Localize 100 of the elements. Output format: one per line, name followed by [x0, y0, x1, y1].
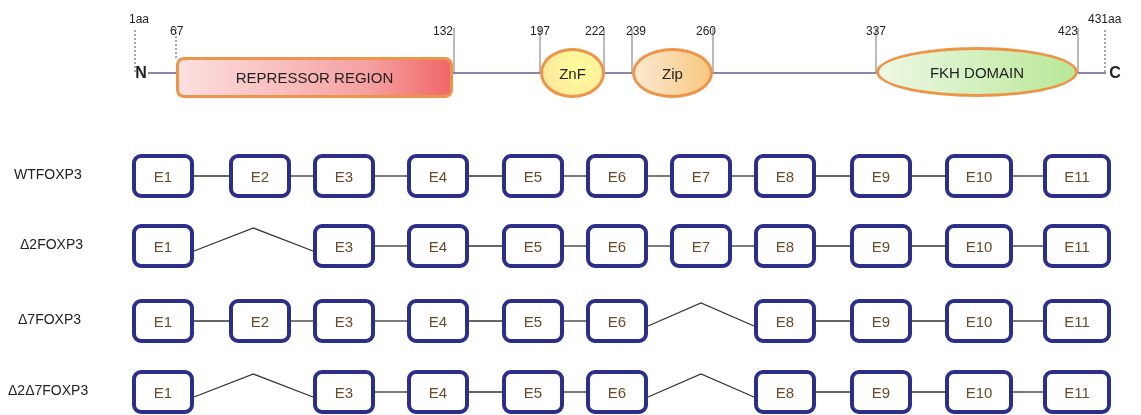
exon-box: E4 — [407, 370, 469, 414]
connector-line — [468, 391, 503, 393]
connector-line — [1012, 245, 1044, 247]
terminus-label: N — [134, 63, 148, 83]
position-label: 239 — [626, 24, 647, 38]
splice-line — [193, 373, 314, 398]
connector-line — [468, 175, 503, 177]
connector-line — [911, 245, 946, 247]
exon-box: E8 — [754, 299, 816, 343]
exon-box: E11 — [1043, 154, 1111, 198]
backbone-line — [452, 72, 541, 74]
exon-box: E10 — [945, 224, 1013, 268]
isoform-label: Δ2FOXP3 — [20, 236, 84, 252]
exon-box: E8 — [754, 224, 816, 268]
connector-line — [374, 245, 408, 247]
domain-bar: REPRESSOR REGION — [176, 57, 453, 98]
exon-box: E6 — [586, 224, 648, 268]
exon-box: E10 — [945, 154, 1013, 198]
connector-line — [815, 391, 851, 393]
connector-line — [374, 391, 408, 393]
position-label: 423 — [1058, 24, 1079, 38]
exon-box: E3 — [313, 299, 375, 343]
position-label: 197 — [530, 24, 551, 38]
isoform-label: Δ7FOXP3 — [18, 311, 82, 327]
exon-box: E1 — [132, 224, 194, 268]
connector-line — [1012, 175, 1044, 177]
connector-line — [290, 320, 314, 322]
exon-box: E11 — [1043, 224, 1111, 268]
exon-box: E7 — [670, 154, 732, 198]
backbone-line — [712, 72, 877, 74]
connector-line — [563, 391, 587, 393]
exon-box: E7 — [670, 224, 732, 268]
exon-box: E4 — [407, 224, 469, 268]
connector-line — [193, 320, 230, 322]
exon-box: E11 — [1043, 299, 1111, 343]
connector-line — [374, 320, 408, 322]
connector-line — [815, 320, 851, 322]
position-label: 67 — [170, 24, 184, 38]
position-label: 132 — [433, 24, 454, 38]
exon-box: E4 — [407, 154, 469, 198]
connector-line — [193, 175, 230, 177]
exon-box: E5 — [502, 370, 564, 414]
exon-box: E1 — [132, 370, 194, 414]
connector-line — [1012, 320, 1044, 322]
exon-box: E5 — [502, 154, 564, 198]
exon-box: E6 — [586, 299, 648, 343]
exon-box: E9 — [850, 224, 912, 268]
exon-box: E1 — [132, 299, 194, 343]
exon-box: E6 — [586, 370, 648, 414]
connector-line — [731, 245, 755, 247]
exon-box: E1 — [132, 154, 194, 198]
exon-box: E4 — [407, 299, 469, 343]
isoform-label: Δ2Δ7FOXP3 — [8, 382, 89, 398]
exon-box: E6 — [586, 154, 648, 198]
connector-line — [1012, 391, 1044, 393]
connector-line — [911, 320, 946, 322]
position-label: 431aa — [1088, 12, 1122, 26]
terminus-label: C — [1108, 63, 1122, 83]
connector-line — [468, 320, 503, 322]
position-label: 337 — [866, 24, 887, 38]
exon-box: E9 — [850, 370, 912, 414]
exon-box: E3 — [313, 370, 375, 414]
exon-box: E5 — [502, 299, 564, 343]
connector-line — [563, 175, 587, 177]
connector-line — [563, 245, 587, 247]
exon-box: E8 — [754, 154, 816, 198]
exon-box: E9 — [850, 154, 912, 198]
connector-line — [290, 175, 314, 177]
splice-line — [647, 302, 755, 327]
position-label: 1aa — [129, 12, 150, 26]
backbone-line — [147, 72, 177, 74]
connector-line — [731, 175, 755, 177]
connector-line — [647, 175, 671, 177]
connector-line — [911, 175, 946, 177]
exon-box: E3 — [313, 154, 375, 198]
exon-box: E11 — [1043, 370, 1111, 414]
position-label: 260 — [696, 24, 717, 38]
exon-box: E2 — [229, 299, 291, 343]
connector-line — [815, 175, 851, 177]
connector-line — [468, 245, 503, 247]
exon-box: E10 — [945, 370, 1013, 414]
connector-line — [911, 391, 946, 393]
domain-ellipse: FKH DOMAIN — [876, 47, 1078, 97]
exon-box: E2 — [229, 154, 291, 198]
domain-ellipse: ZnF — [540, 48, 605, 98]
connector-line — [815, 245, 851, 247]
exon-box: E9 — [850, 299, 912, 343]
backbone-line — [604, 72, 633, 74]
exon-box: E3 — [313, 224, 375, 268]
domain-ellipse: Zip — [632, 48, 713, 98]
backbone-line — [1077, 72, 1107, 74]
exon-box: E8 — [754, 370, 816, 414]
isoform-label: WTFOXP3 — [14, 166, 82, 182]
exon-box: E10 — [945, 299, 1013, 343]
exon-box: E5 — [502, 224, 564, 268]
position-label: 222 — [585, 24, 606, 38]
connector-line — [563, 320, 587, 322]
connector-line — [647, 245, 671, 247]
splice-line — [193, 227, 314, 252]
connector-line — [374, 175, 408, 177]
